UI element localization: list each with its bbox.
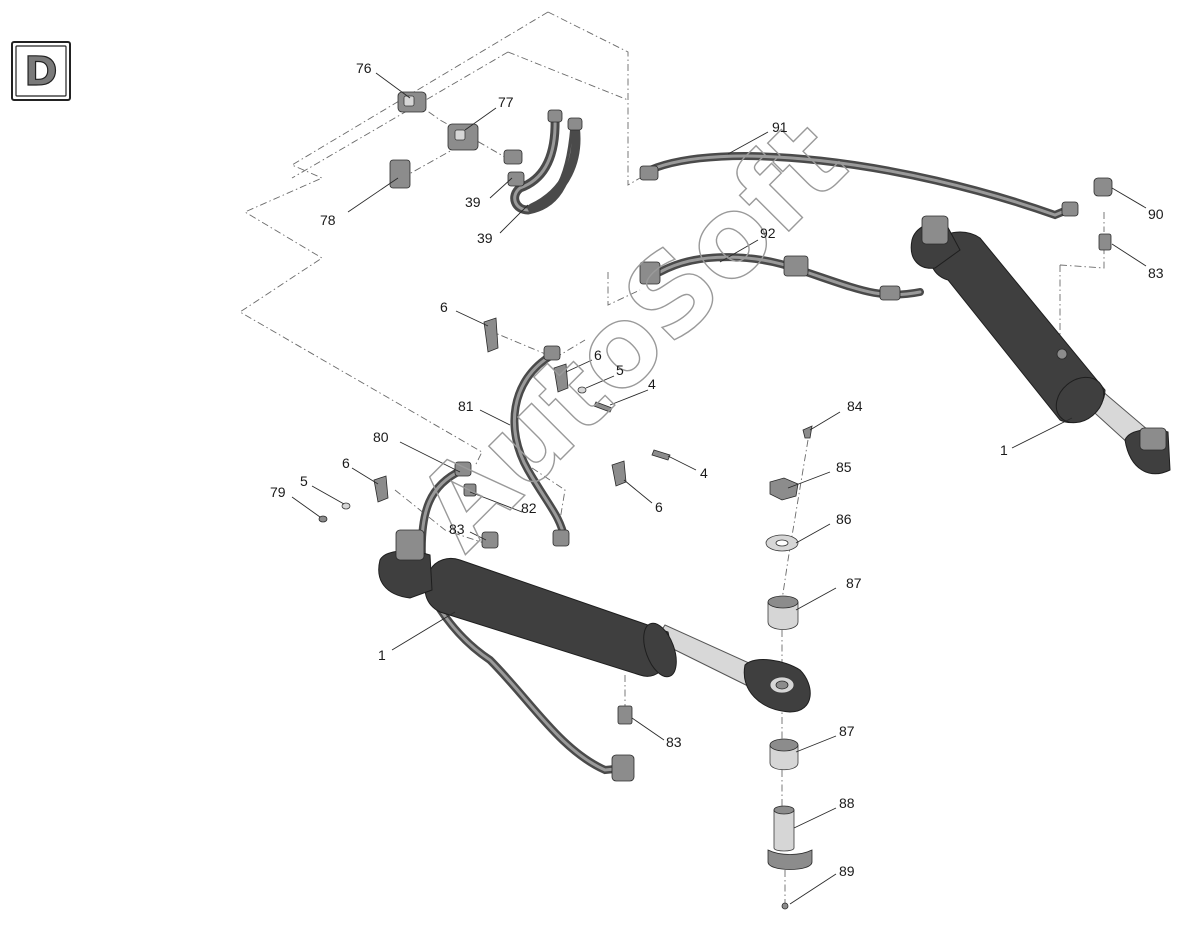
- watermark: AutoSoft: [392, 95, 871, 574]
- callout-89: 89: [839, 863, 855, 879]
- cylinder-1-left: [378, 529, 811, 713]
- bushing-87-upper: [767, 595, 799, 630]
- clamp-6-upper: [483, 317, 499, 353]
- callout-1-right: 1: [1000, 442, 1008, 458]
- bolt-4-lower: [651, 449, 671, 461]
- callout-39-lower: 39: [477, 230, 493, 246]
- fitting-90: [1093, 177, 1113, 197]
- callout-labels: 76 77 78 39 39 91 90 92 83 6 6 5 4 81 84…: [270, 60, 1164, 879]
- washer-5-mid: [577, 386, 587, 394]
- section-badge: D: [11, 41, 71, 101]
- fitting-83-mid: [481, 531, 499, 549]
- fitting-83-upper: [1098, 233, 1112, 251]
- pin-89: [781, 902, 789, 910]
- callout-83-mid: 83: [449, 521, 465, 537]
- hose-80: [417, 461, 635, 782]
- callout-91: 91: [772, 119, 788, 135]
- callout-5-mid: 5: [616, 362, 624, 378]
- hose-81: [510, 345, 570, 547]
- callout-6-mid: 6: [594, 347, 602, 363]
- callout-87-lower: 87: [839, 723, 855, 739]
- callout-77: 77: [498, 94, 514, 110]
- callout-90: 90: [1148, 206, 1164, 222]
- clamp-6-left: [373, 475, 389, 503]
- callout-81: 81: [458, 398, 474, 414]
- callout-5-left: 5: [300, 473, 308, 489]
- clamp-6-lower: [611, 460, 627, 487]
- callout-leaders: [291, 72, 1147, 905]
- nut-79: [318, 515, 328, 523]
- cylinder-1-right: [910, 215, 1171, 475]
- washer-5-left: [341, 502, 351, 510]
- bolt-4-mid: [593, 401, 613, 413]
- callout-6-left: 6: [342, 455, 350, 471]
- callout-85: 85: [836, 459, 852, 475]
- callout-82: 82: [521, 500, 537, 516]
- nut-85: [769, 477, 799, 501]
- section-badge-letter: D: [24, 49, 57, 95]
- pin-88: [767, 805, 813, 870]
- fitting-83-lower: [617, 705, 633, 725]
- callout-76: 76: [356, 60, 372, 76]
- callout-83-lower: 83: [666, 734, 682, 750]
- bushing-87-lower: [769, 738, 799, 771]
- callout-87-upper: 87: [846, 575, 862, 591]
- callout-79: 79: [270, 484, 286, 500]
- callout-92: 92: [760, 225, 776, 241]
- callout-80: 80: [373, 429, 389, 445]
- callout-84: 84: [847, 398, 863, 414]
- assembly-dashed-lines: [239, 11, 1105, 905]
- clamp-78: [389, 159, 411, 189]
- callout-83-upper: 83: [1148, 265, 1164, 281]
- fitting-76: [397, 91, 427, 113]
- fitting-77: [447, 123, 479, 151]
- callout-1-left: 1: [378, 647, 386, 663]
- callout-39-upper: 39: [465, 194, 481, 210]
- hose-39-pair: [510, 109, 583, 215]
- callout-88: 88: [839, 795, 855, 811]
- callout-78: 78: [320, 212, 336, 228]
- callout-4-mid: 4: [648, 376, 656, 392]
- callout-4-lower: 4: [700, 465, 708, 481]
- hose-92: [639, 253, 924, 301]
- callout-86: 86: [836, 511, 852, 527]
- clamp-6-mid: [553, 363, 569, 393]
- washer-86: [765, 534, 799, 552]
- callout-6-lower: 6: [655, 499, 663, 515]
- callout-6-top: 6: [440, 299, 448, 315]
- screw-84: [802, 425, 813, 439]
- fitting-39: [503, 149, 525, 187]
- hose-91: [639, 152, 1079, 220]
- watermark-text: AutoSoft: [393, 96, 870, 573]
